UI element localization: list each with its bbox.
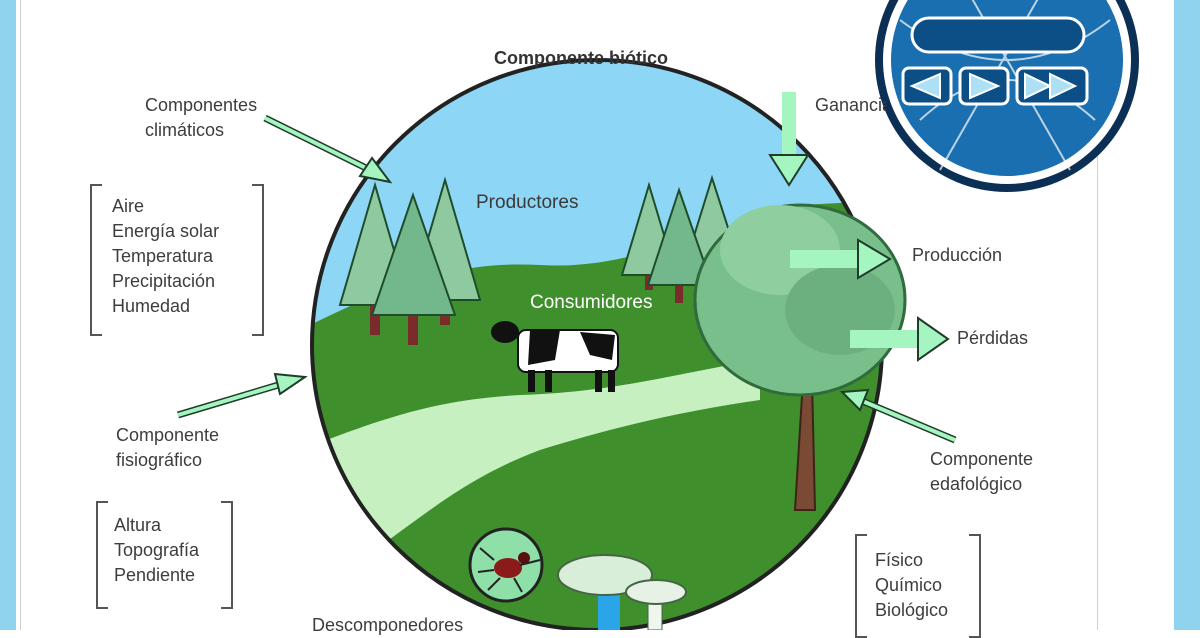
pine-tree: [370, 191, 457, 345]
list-item: Biológico: [875, 600, 949, 620]
list-item: Químico: [875, 575, 943, 595]
label-produccion: Producción: [912, 245, 1003, 265]
diagram-title: Componente biótico: [494, 48, 668, 68]
fast-forward-icon: [1015, 66, 1089, 106]
list-item: Humedad: [112, 296, 191, 316]
arrow-climaticos: [263, 114, 393, 184]
cow-illustration: [491, 321, 619, 392]
arrow-fisiografico: [176, 372, 308, 419]
river-area: [312, 360, 760, 580]
arrow-edafologico: [839, 388, 957, 444]
arrow-perdidas: [850, 316, 950, 362]
list-item: Temperatura: [112, 246, 214, 266]
list-item: Físico: [875, 550, 924, 570]
list-item: Pendiente: [114, 565, 196, 585]
play-icon: [958, 66, 1010, 106]
arrow-ganancias: [768, 92, 810, 187]
list-edafologico: Físico Químico Biológico: [855, 534, 981, 638]
label-descomponedores: Descomponedores: [312, 615, 464, 635]
left-margin-line: [20, 0, 21, 630]
list-item: Topografía: [114, 540, 200, 560]
label-componentes-climaticos: Componentes climáticos: [145, 95, 258, 140]
label-componente-edafologico: Componente edafológico: [930, 449, 1034, 494]
mushrooms-illustration: [557, 554, 687, 630]
list-item: Energía solar: [112, 221, 220, 241]
arrows: [176, 92, 957, 444]
label-perdidas: Pérdidas: [957, 328, 1029, 348]
pine-tree: [646, 186, 714, 303]
label-consumidores: Consumidores: [530, 292, 653, 313]
label-componente-fisiografico: Componente fisiográfico: [116, 425, 220, 470]
list-item: Precipitación: [112, 271, 216, 291]
right-border-strip: [1174, 0, 1200, 630]
left-border-strip: [0, 0, 16, 630]
list-item: Altura: [114, 515, 162, 535]
spider-badge: [468, 527, 544, 603]
list-climaticos: Aire Energía solar Temperatura Precipita…: [90, 184, 264, 336]
arrow-produccion: [790, 238, 892, 280]
label-ganancias: Ganancias: [815, 95, 887, 115]
rewind-icon: [901, 66, 953, 106]
list-fisiografico: Altura Topografía Pendiente: [96, 501, 233, 609]
media-controls-badge: [875, 0, 1139, 192]
label-productores: Productores: [476, 192, 579, 213]
pine-trees-left: [338, 176, 482, 345]
right-margin-line: [1097, 0, 1098, 630]
list-item: Aire: [112, 196, 145, 216]
